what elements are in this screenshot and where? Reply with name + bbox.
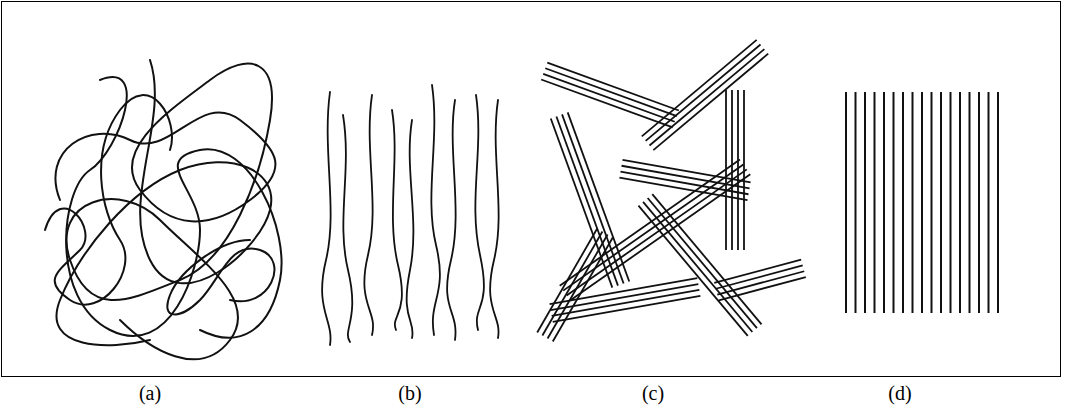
panel-label: (a)	[139, 381, 161, 405]
random-coil	[45, 60, 282, 359]
panel-label: (c)	[642, 381, 664, 405]
panel-label: (d)	[888, 381, 911, 405]
aligned-chains	[846, 92, 998, 313]
panel-label: (b)	[398, 381, 421, 405]
crystallite-bundles	[537, 40, 806, 342]
oriented-chains	[322, 85, 499, 345]
